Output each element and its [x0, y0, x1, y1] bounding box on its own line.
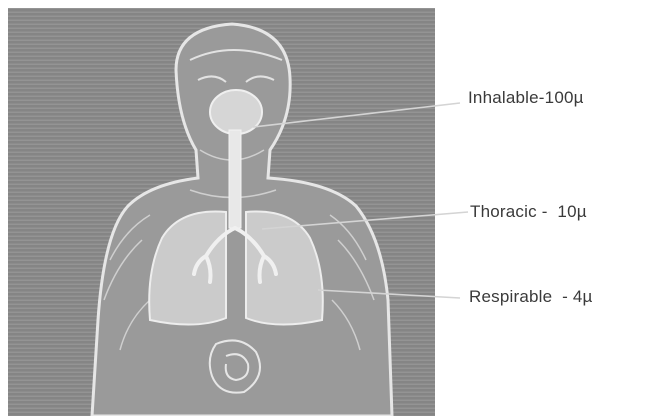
trachea	[229, 130, 241, 228]
inhalable-label: Inhalable-100µ	[468, 88, 584, 108]
respirable-label: Respirable - 4µ	[469, 287, 593, 307]
thoracic-label: Thoracic - 10µ	[470, 202, 587, 222]
